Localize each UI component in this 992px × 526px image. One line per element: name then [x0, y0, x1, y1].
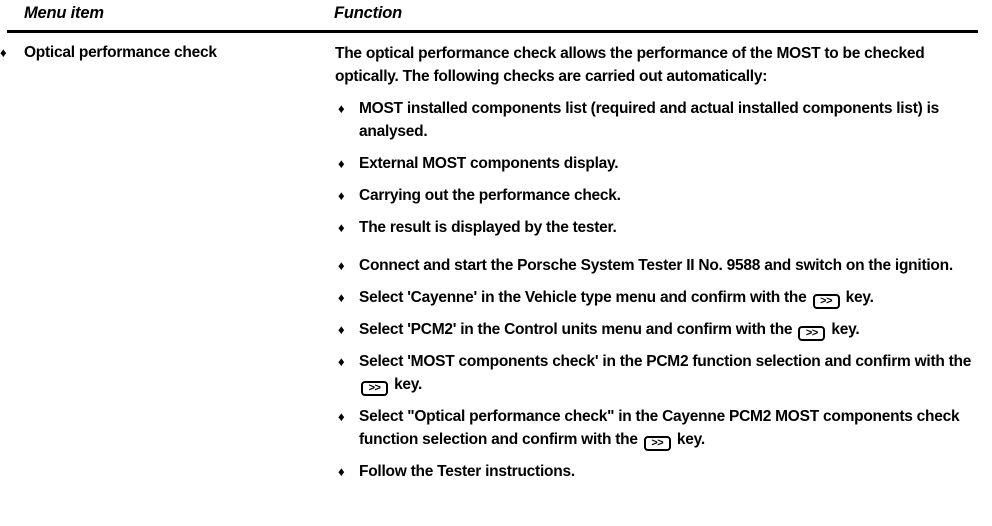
bullet-installed-components-list: ♦ MOST installed components list (require… [335, 97, 992, 143]
bullet-connect-and-start-tester: ♦ Connect and start the Porsche System Te… [335, 254, 992, 277]
diamond-bullet-icon: ♦ [338, 290, 345, 305]
bullet-result-displayed-by-tester: ♦ The result is displayed by the tester. [335, 216, 992, 239]
header-divider-rule [7, 30, 978, 33]
bullet-select-cayenne: ♦ Select 'Cayenne' in the Vehicle type me… [335, 286, 992, 309]
diamond-bullet-icon: ♦ [338, 258, 345, 273]
function-intro-paragraph: The optical performance check allows the… [335, 45, 925, 85]
function-column: The optical performance check allows the… [335, 33, 985, 483]
bullet-text: Select 'Cayenne' in the Vehicle type men… [359, 289, 807, 306]
bullet-text-trailing: key. [831, 321, 860, 338]
bullet-select-most-components-check: ♦ Select 'MOST components check' in the P… [335, 350, 992, 396]
diamond-bullet-icon: ♦ [338, 156, 345, 171]
diamond-bullet-icon: ♦ [338, 188, 345, 203]
diamond-bullet-icon: ♦ [338, 354, 345, 369]
bullet-text: Select 'MOST components check' in the PC… [359, 353, 972, 370]
table-header-row: Menu item Function [0, 0, 992, 31]
function-bullet-list: ♦ MOST installed components list (require… [335, 97, 985, 483]
bullet-text-trailing: key. [845, 289, 874, 306]
bullet-text: Connect and start the Porsche System Tes… [359, 257, 953, 274]
bullet-text: Select 'PCM2' in the Control units menu … [359, 321, 793, 338]
bullet-select-optical-performance-check: ♦ Select "Optical performance check" in t… [335, 405, 992, 451]
bullet-text: MOST installed components list (required… [359, 100, 940, 140]
bullet-select-pcm2: ♦ Select 'PCM2' in the Control units menu… [335, 318, 992, 341]
diamond-bullet-icon: ♦ [0, 45, 7, 60]
bullet-external-components-display: ♦ External MOST components display. [335, 152, 992, 175]
bullet-text-trailing: key. [676, 431, 705, 448]
bullet-text: External MOST components display. [359, 155, 619, 172]
diamond-bullet-icon: ♦ [338, 409, 345, 424]
forward-key-icon: >> [643, 436, 671, 451]
forward-key-icon: >> [798, 326, 826, 341]
bullet-follow-tester-instructions: ♦ Follow the Tester instructions. [335, 460, 992, 483]
menu-item-row: ♦ Optical performance check [0, 33, 330, 63]
column-header-menu-item: Menu item [24, 4, 104, 22]
forward-key-icon: >> [361, 381, 388, 396]
forward-key-icon: >> [812, 294, 840, 309]
bullet-text: Carrying out the performance check. [359, 187, 621, 204]
bullet-text: The result is displayed by the tester. [359, 219, 617, 236]
diamond-bullet-icon: ♦ [338, 220, 345, 235]
bullet-text-trailing: key. [394, 376, 423, 393]
diamond-bullet-icon: ♦ [338, 322, 345, 337]
bullet-carrying-out-performance-check: ♦ Carrying out the performance check. [335, 184, 992, 207]
menu-item-column: ♦ Optical performance check [0, 33, 330, 63]
bullet-text: Select "Optical performance check" in th… [359, 408, 960, 448]
diamond-bullet-icon: ♦ [338, 101, 345, 116]
bullet-text: Follow the Tester instructions. [359, 463, 575, 480]
menu-item-label: Optical performance check [24, 44, 217, 61]
column-header-function: Function [334, 4, 403, 22]
diamond-bullet-icon: ♦ [338, 464, 345, 479]
